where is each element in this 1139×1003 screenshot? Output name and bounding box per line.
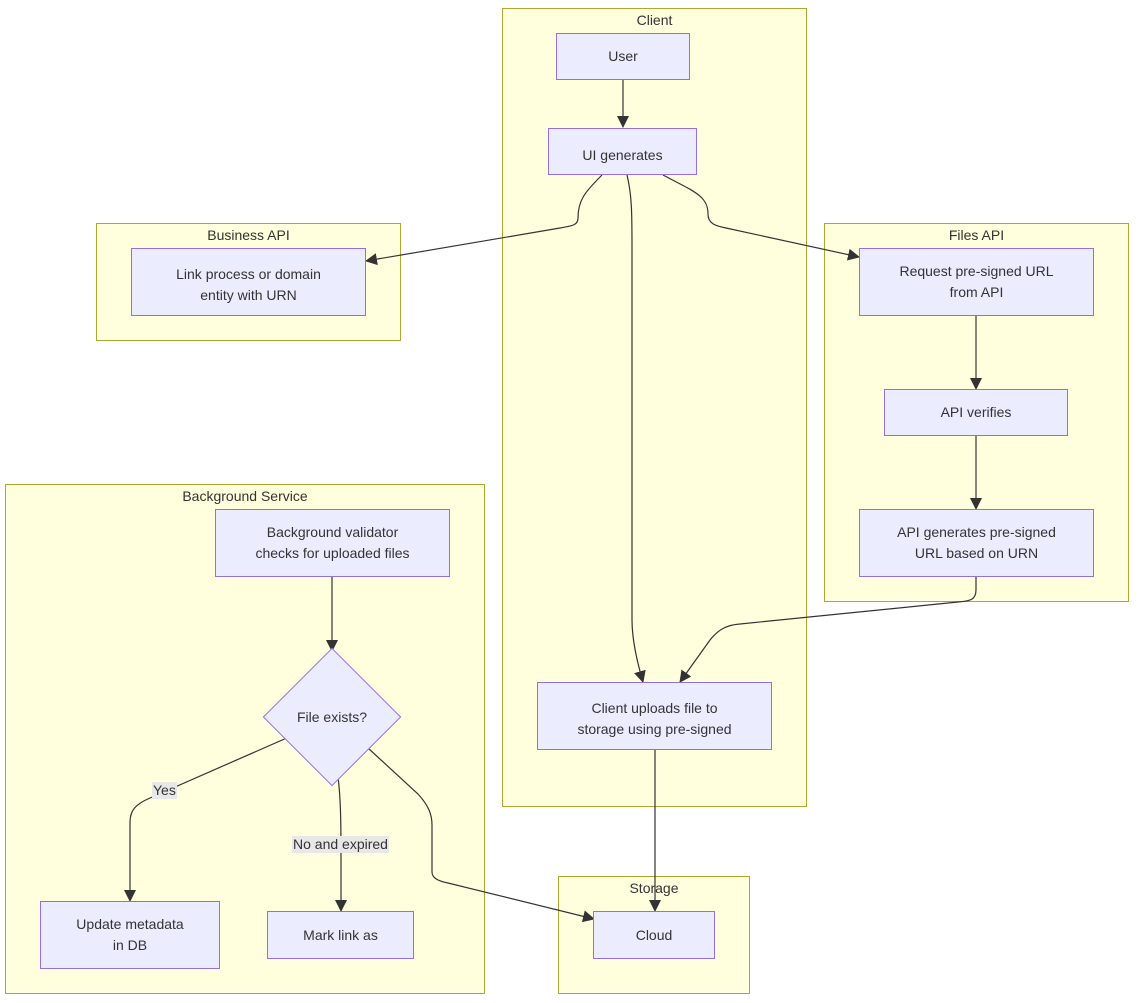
edge-ui-to-client-uploads: [626, 174, 646, 683]
node-request-url-line-2: from API: [949, 284, 1004, 300]
edge-generates-to-client-uploads: [679, 577, 977, 683]
node-link-process-line-2: entity with URN: [200, 287, 297, 303]
cluster-title-background-service: Background Service: [182, 488, 308, 504]
node-client-uploads-line-2: storage using pre-signed: [577, 721, 732, 737]
node-user[interactable]: User: [556, 33, 690, 80]
node-api-generates[interactable]: API generates pre-signed URL based on UR…: [859, 509, 1094, 577]
edge-file-exists-to-update: [124, 736, 290, 902]
node-ui-generates-label: UI generates: [582, 147, 663, 163]
node-api-generates-line-2: URL based on URN: [914, 545, 1039, 561]
node-cloud[interactable]: Cloud: [593, 911, 715, 959]
edge-ui-to-link-process: [365, 174, 603, 266]
cluster-title-storage: Storage: [629, 880, 679, 896]
edge-label-no-and-expired: No and expired: [292, 836, 389, 853]
node-api-verifies-label: API verifies: [940, 404, 1012, 420]
node-api-verifies[interactable]: API verifies: [884, 389, 1068, 436]
node-link-process-line-1: Link process or domain: [176, 266, 321, 282]
node-request-url-line-1: Request pre-signed URL: [899, 263, 1054, 279]
node-file-exists-label: File exists?: [296, 709, 368, 725]
node-mark-link-label: Mark link as: [303, 926, 378, 943]
edge-file-exists-to-mark-link: [335, 776, 347, 912]
cluster-title-files-api: Files API: [948, 227, 1005, 243]
edge-label-yes: Yes: [152, 782, 177, 799]
node-background-validator-line-2: checks for uploaded files: [255, 545, 410, 561]
node-mark-link[interactable]: Mark link as: [267, 911, 414, 959]
node-ui-generates[interactable]: UI generates: [548, 128, 697, 175]
node-update-metadata-line-1: Update metadata: [76, 916, 184, 932]
cluster-title-business-api: Business API: [207, 227, 290, 243]
node-link-process[interactable]: Link process or domain entity with URN: [131, 248, 366, 316]
node-client-uploads-line-1: Client uploads file to: [591, 700, 718, 716]
node-client-uploads[interactable]: Client uploads file to storage using pre…: [537, 682, 772, 750]
node-user-label: User: [608, 48, 638, 64]
node-background-validator[interactable]: Background validator checks for uploaded…: [215, 509, 450, 577]
node-cloud-label: Cloud: [635, 926, 673, 943]
edge-ui-to-request-url: [662, 174, 860, 261]
node-file-exists[interactable]: File exists?: [262, 647, 402, 787]
edge-file-exists-to-cloud: [367, 747, 595, 923]
node-update-metadata[interactable]: Update metadata in DB: [40, 901, 220, 969]
node-update-metadata-line-2: in DB: [112, 937, 148, 953]
node-api-generates-line-1: API generates pre-signed: [897, 524, 1056, 540]
node-request-url[interactable]: Request pre-signed URL from API: [859, 248, 1094, 316]
cluster-title-client: Client: [636, 12, 673, 28]
node-background-validator-line-1: Background validator: [266, 524, 399, 540]
